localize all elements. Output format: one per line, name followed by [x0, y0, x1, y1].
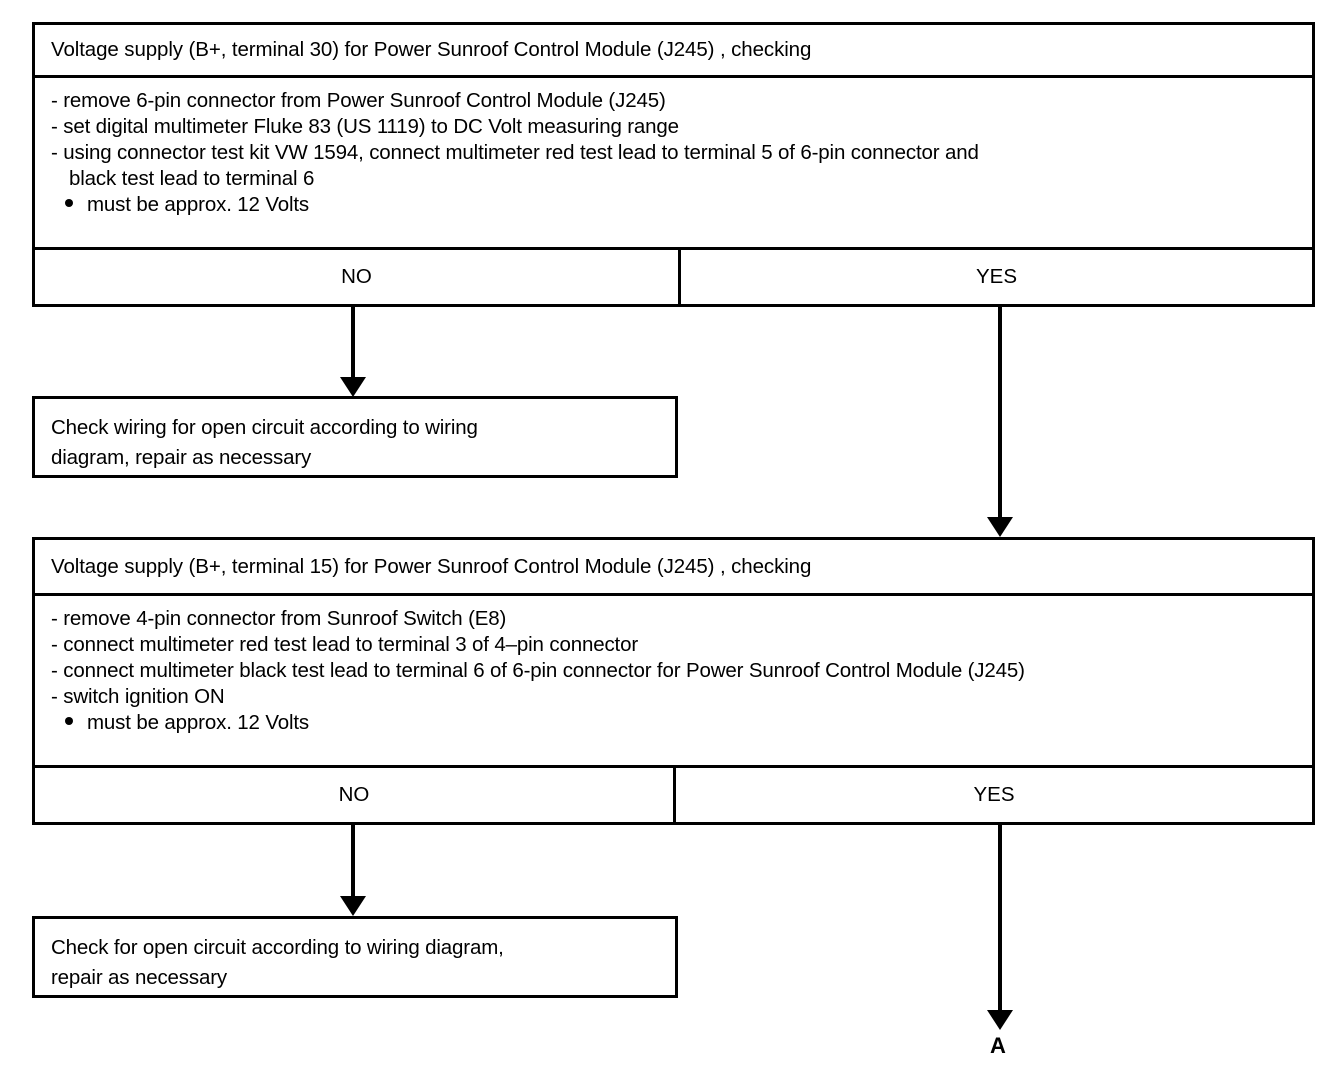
step-line: - switch ignition ON — [51, 685, 225, 708]
test-block-2-steps: - remove 4-pin connector from Sunroof Sw… — [35, 593, 1312, 765]
step-bullet: must be approx. 12 Volts — [51, 710, 1298, 736]
step-line: - using connector test kit VW 1594, conn… — [51, 141, 979, 164]
step-bullet: must be approx. 12 Volts — [51, 192, 1298, 218]
test-block-1-title: Voltage supply (B+, terminal 30) for Pow… — [51, 38, 812, 61]
answer-no-2[interactable]: NO — [338, 783, 370, 806]
step-line-continuation: black test lead to terminal 6 — [69, 167, 315, 190]
action-box-1: Check wiring for open circuit according … — [32, 396, 678, 478]
action-line: Check wiring for open circuit according … — [51, 416, 478, 439]
action-box-2: Check for open circuit according to wiri… — [32, 916, 678, 998]
test-block-1: Voltage supply (B+, terminal 30) for Pow… — [32, 22, 1315, 307]
step-line: - remove 4-pin connector from Sunroof Sw… — [51, 607, 507, 630]
arrow-no-2 — [340, 825, 366, 917]
connector-label-a: A — [990, 1033, 1007, 1058]
action-line: repair as necessary — [51, 966, 228, 989]
answer-yes-1[interactable]: YES — [678, 250, 1312, 304]
arrow-yes-2 — [987, 825, 1013, 1030]
bullet-icon — [65, 717, 73, 725]
test-block-2-title: Voltage supply (B+, terminal 15) for Pow… — [51, 554, 812, 578]
step-bullet-text: must be approx. 12 Volts — [87, 711, 310, 734]
step-line: - connect multimeter red test lead to te… — [51, 633, 639, 656]
test-block-2-answers: NO YES — [35, 765, 1312, 822]
test-block-2: Voltage supply (B+, terminal 15) for Pow… — [32, 537, 1315, 825]
answer-yes-2[interactable]: YES — [673, 768, 1312, 822]
test-block-1-answers: NO YES — [35, 247, 1312, 304]
step-line: - remove 6-pin connector from Power Sunr… — [51, 89, 666, 112]
step-line: - connect multimeter black test lead to … — [51, 659, 1025, 682]
arrow-yes-1 — [987, 307, 1013, 538]
action-line: Check for open circuit according to wiri… — [51, 936, 504, 959]
step-line: - set digital multimeter Fluke 83 (US 11… — [51, 115, 679, 138]
action-line: diagram, repair as necessary — [51, 446, 312, 469]
arrow-no-1 — [340, 307, 366, 397]
step-bullet-text: must be approx. 12 Volts — [87, 193, 310, 216]
answer-no-1[interactable]: NO — [341, 265, 372, 288]
bullet-icon — [65, 199, 73, 207]
test-block-1-steps: - remove 6-pin connector from Power Sunr… — [35, 75, 1312, 247]
